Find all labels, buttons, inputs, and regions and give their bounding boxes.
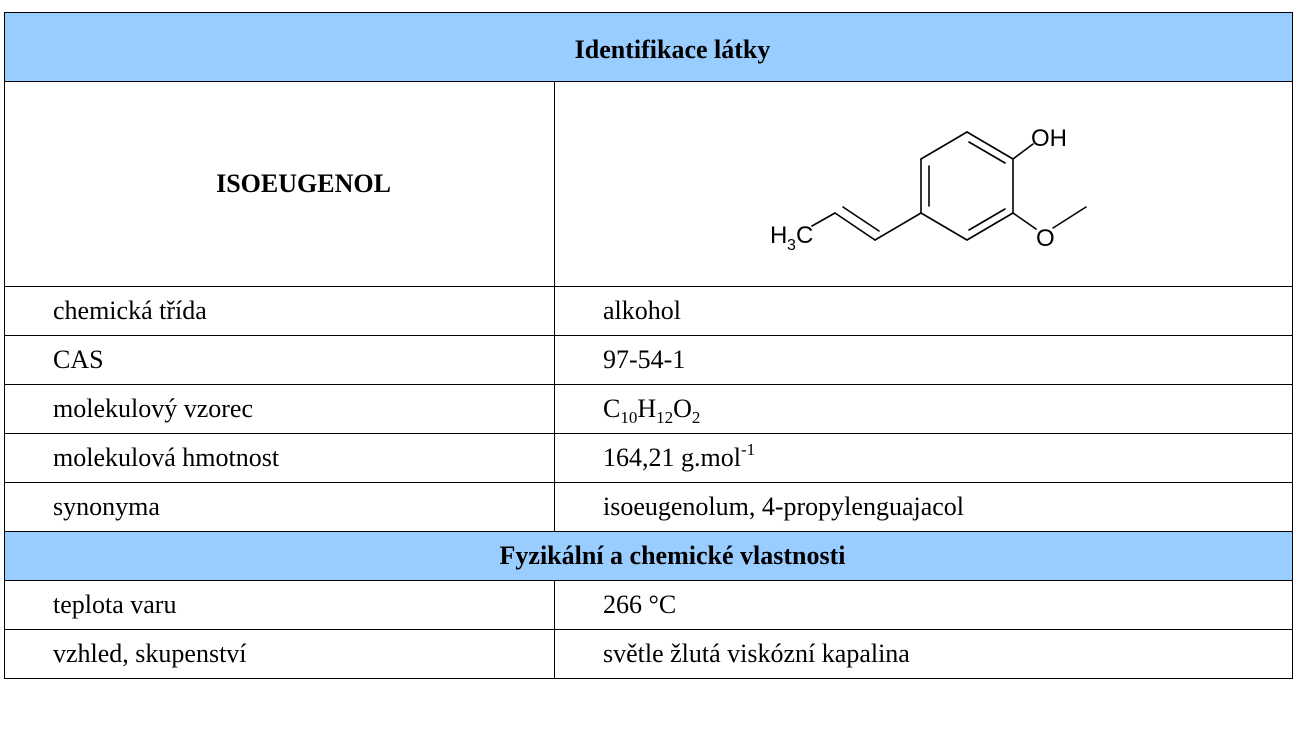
row-value: světle žlutá viskózní kapalina: [553, 629, 1294, 679]
row-label: molekulový vzorec: [4, 384, 555, 434]
formula-count: 12: [656, 408, 674, 427]
table-row: CAS 97-54-1: [4, 335, 1294, 385]
molecular-weight: 164,21 g.mol-1: [553, 433, 1294, 483]
row-value: 97-54-1: [553, 335, 1294, 385]
methyl-c-label: C: [796, 222, 813, 249]
chain-double-bond: [841, 206, 880, 232]
row-value: isoeugenolum, 4-propylenguajacol: [553, 482, 1294, 532]
row-label: teplota varu: [4, 580, 555, 630]
row-value: 266 °C: [553, 580, 1294, 630]
formula-count: 10: [620, 408, 638, 427]
chain-bond: [810, 212, 836, 227]
table-row: chemická třída alkohol: [4, 286, 1294, 336]
row-label: molekulová hmotnost: [4, 433, 555, 483]
oh-label: OH: [1031, 125, 1067, 152]
table-row: vzhled, skupenství světle žlutá viskózní…: [4, 629, 1294, 679]
row-label: synonyma: [4, 482, 555, 532]
oh-bond: [1011, 143, 1034, 160]
ring-double-bond: [967, 141, 1006, 164]
weight-value: 164,21 g.mol: [603, 443, 741, 472]
row-label: chemická třída: [4, 286, 555, 336]
weight-unit-exponent: -1: [740, 440, 756, 459]
formula-element: H: [637, 394, 657, 423]
ring-double-bond: [967, 208, 1006, 231]
ring-bond: [919, 212, 968, 241]
isoeugenol-structure: OH O H 3 C: [770, 125, 1087, 254]
chain-double-bond: [833, 212, 876, 241]
methoxy-oxygen-label: O: [1036, 225, 1055, 252]
section-header-properties: Fyzikální a chemické vlastnosti: [3, 531, 1294, 581]
chain-bond: [873, 212, 922, 241]
ring-bond: [965, 212, 1014, 241]
formula-element: C: [603, 394, 621, 423]
structure-cell: OH O H 3 C: [553, 81, 1294, 287]
table-row: molekulový vzorec C10H12O2: [4, 384, 1294, 434]
ring-bond: [919, 131, 968, 160]
row-label: vzhled, skupenství: [4, 629, 555, 679]
methoxy-bond: [1051, 206, 1087, 229]
methyl-subscript: 3: [787, 237, 796, 254]
formula-count: 2: [691, 408, 701, 427]
ring-bond: [965, 131, 1014, 160]
methyl-h-label: H: [770, 222, 787, 249]
table-row: synonyma isoeugenolum, 4-propylenguajaco…: [4, 482, 1294, 532]
row-label: CAS: [4, 335, 555, 385]
table-row: teplota varu 266 °C: [4, 580, 1294, 630]
section-header-identification: Identifikace látky: [3, 12, 1294, 82]
row-value: alkohol: [553, 286, 1294, 336]
molecular-formula: C10H12O2: [553, 384, 1294, 434]
substance-table: Identifikace látky ISOEUGENOL: [3, 12, 1294, 679]
substance-name: ISOEUGENOL: [4, 81, 555, 287]
formula-element: O: [673, 394, 692, 423]
methoxy-bond: [1011, 212, 1037, 230]
table-row: molekulová hmotnost 164,21 g.mol-1: [4, 433, 1294, 483]
